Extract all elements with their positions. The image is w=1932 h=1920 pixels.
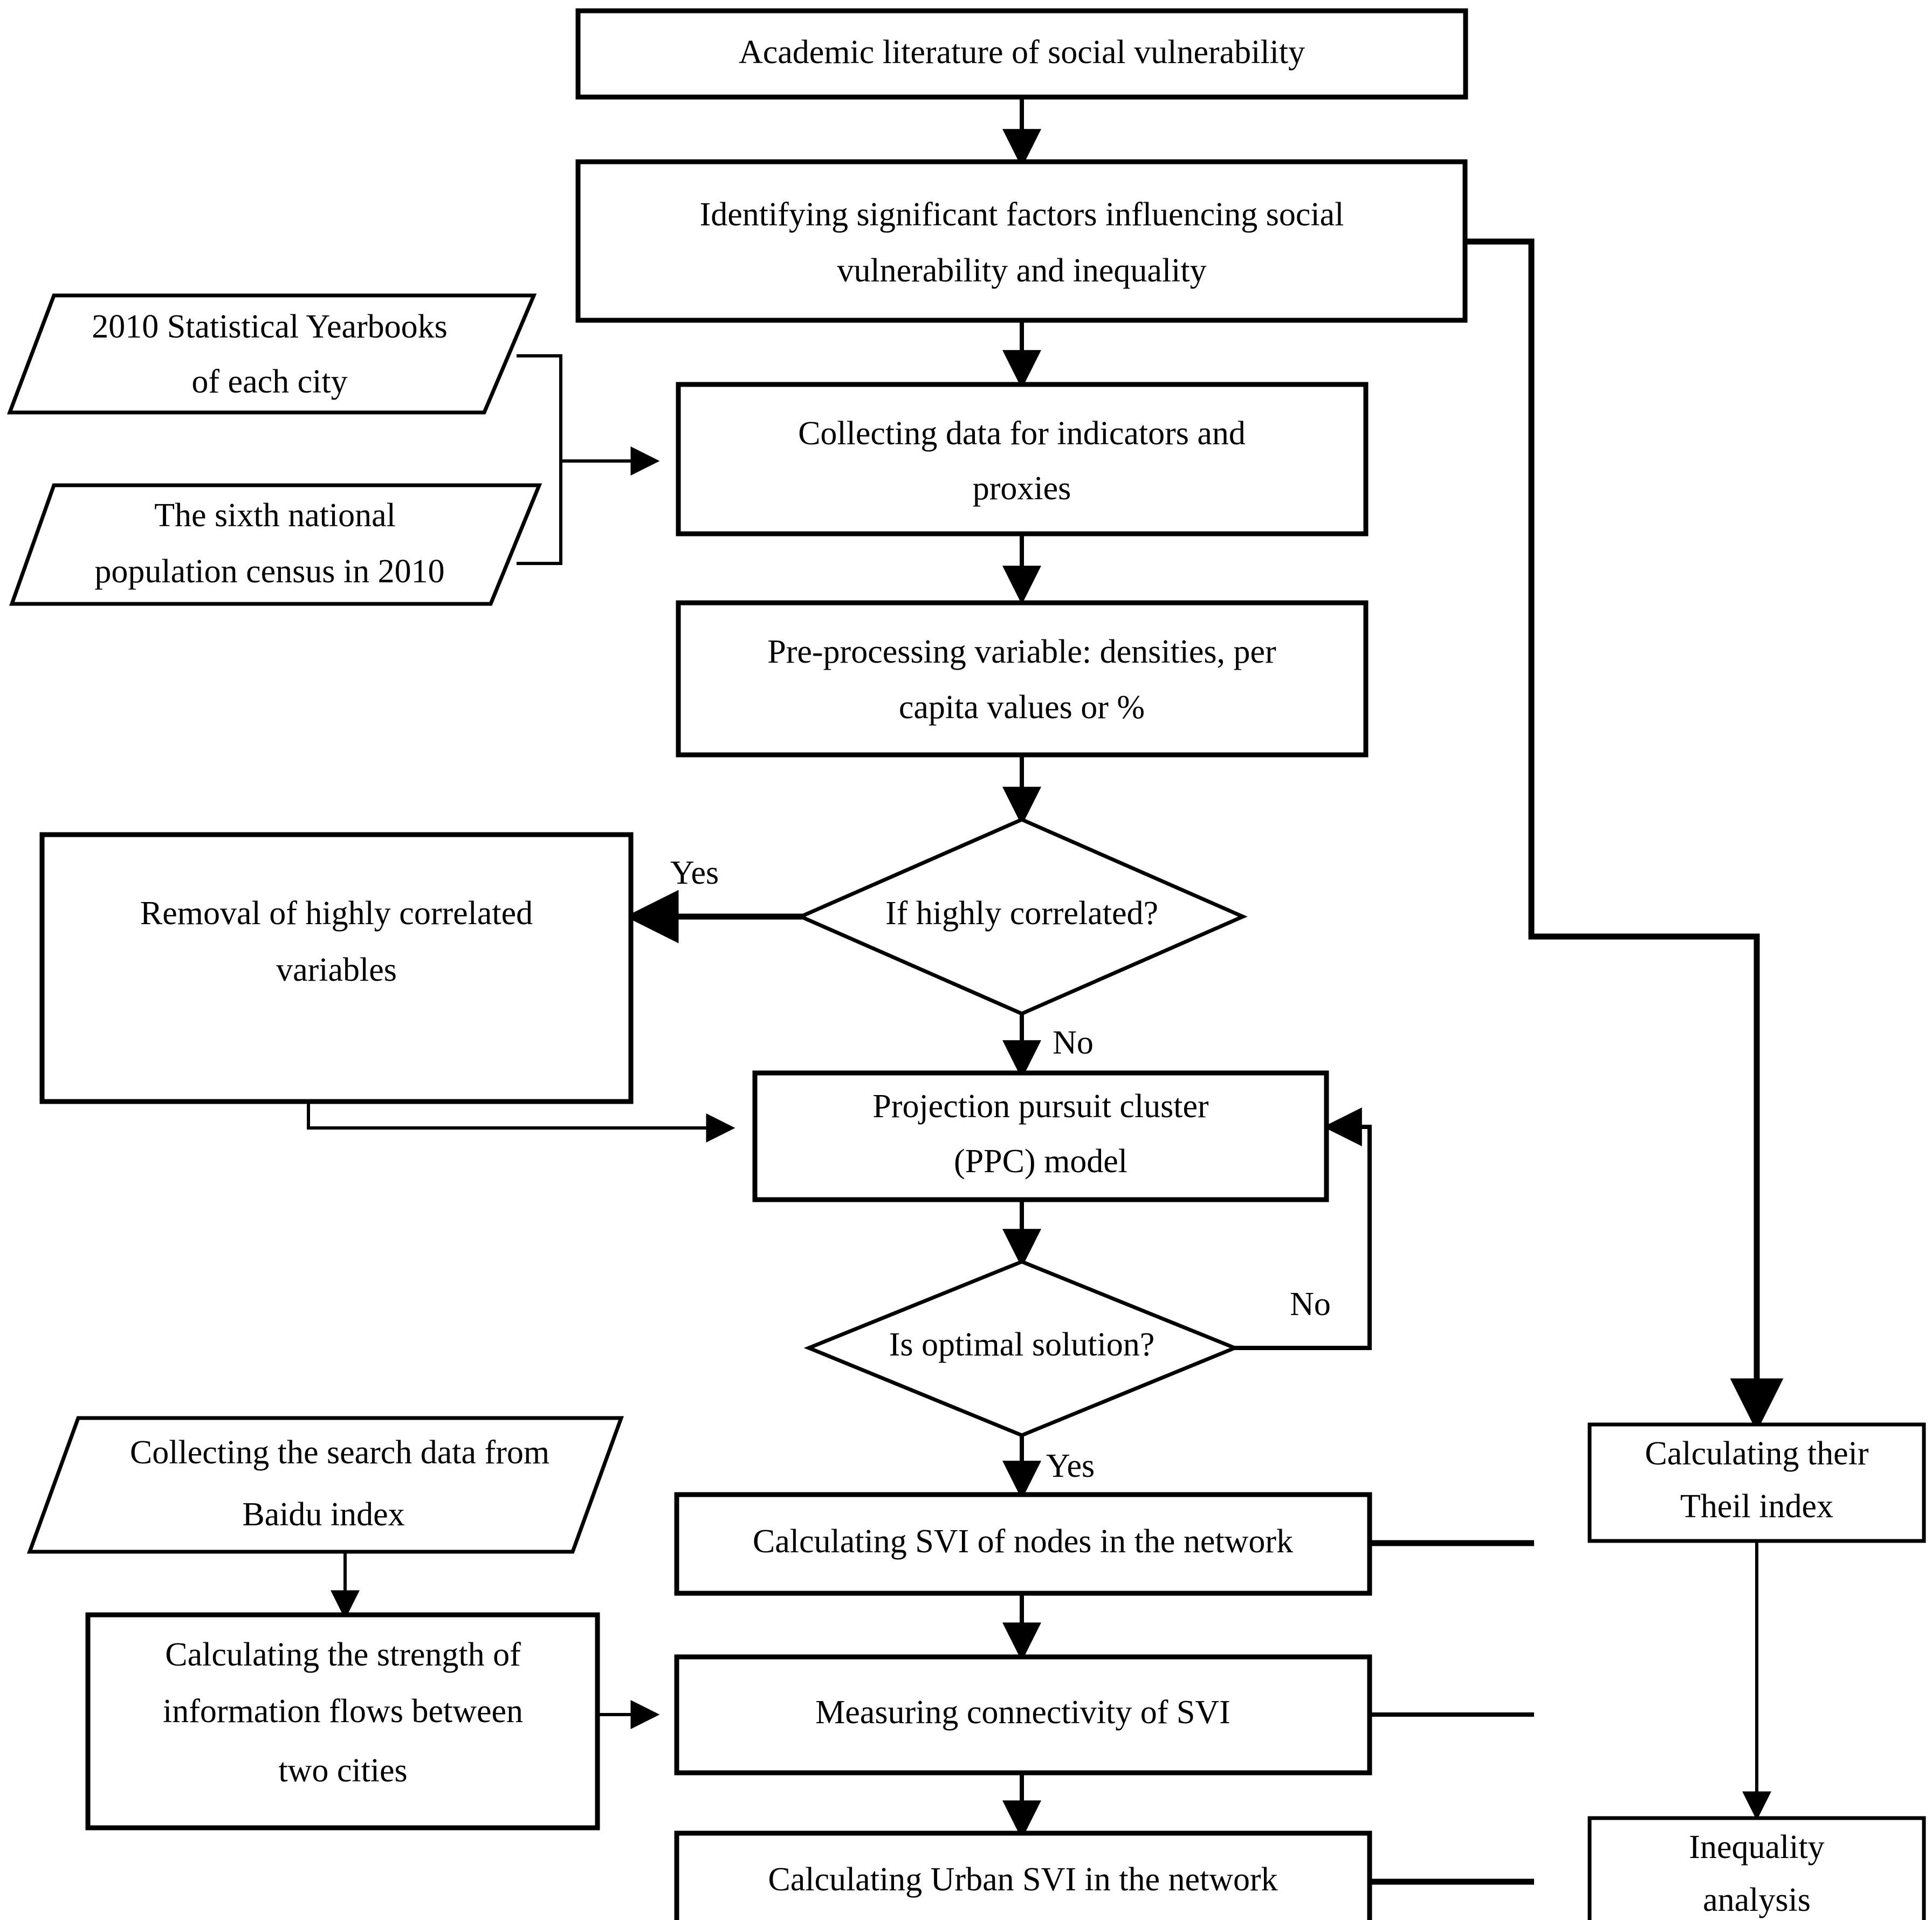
node-inequality-line1: Inequality (1689, 1829, 1824, 1866)
node-baidu-index[interactable]: Collecting the search data from Baidu in… (27, 1416, 624, 1554)
node-population-census-line2: population census in 2010 (94, 553, 444, 590)
node-collecting-data-line2: proxies (973, 470, 1071, 507)
node-theil-index[interactable]: Calculating their Theil index (1587, 1422, 1926, 1543)
connector-sources-to-collecting (517, 354, 660, 565)
edge-label-yes-optimal: Yes (1046, 1448, 1095, 1484)
connector-identifying-to-theil (1465, 238, 1784, 1432)
node-statistical-yearbooks-line2: of each city (191, 363, 347, 400)
node-strength-line3: two cities (278, 1752, 407, 1789)
node-calculating-urban-svi[interactable]: Calculating Urban SVI in the network (674, 1830, 1372, 1920)
node-identifying-factors-line1: Identifying significant factors influenc… (700, 196, 1344, 233)
node-calculating-urban-svi-label: Calculating Urban SVI in the network (768, 1861, 1277, 1898)
node-measuring-connectivity[interactable]: Measuring connectivity of SVI (674, 1654, 1372, 1776)
node-inequality-line2: analysis (1703, 1882, 1811, 1918)
node-information-flows-strength[interactable]: Calculating the strength of information … (85, 1612, 600, 1830)
node-ppc-model-line1: Projection pursuit cluster (872, 1088, 1209, 1125)
node-measuring-connectivity-label: Measuring connectivity of SVI (815, 1694, 1230, 1731)
edge-label-yes-correlated: Yes (670, 855, 719, 891)
node-is-optimal-solution[interactable]: Is optimal solution? (803, 1260, 1240, 1437)
node-statistical-yearbooks-line1: 2010 Statistical Yearbooks (92, 308, 448, 345)
node-removal-correlated-variables[interactable]: Removal of highly correlated variables (39, 832, 634, 1104)
node-academic-literature-label: Academic literature of social vulnerabil… (739, 34, 1305, 71)
node-is-optimal-solution-label: Is optimal solution? (889, 1326, 1155, 1363)
node-calculating-svi-nodes-label: Calculating SVI of nodes in the network (753, 1523, 1293, 1560)
node-identifying-factors-line2: vulnerability and inequality (837, 252, 1206, 289)
node-if-highly-correlated-label: If highly correlated? (885, 895, 1158, 932)
node-theil-index-line2: Theil index (1680, 1488, 1833, 1525)
node-removal-line2: variables (276, 952, 397, 988)
node-preprocessing-line1: Pre-processing variable: densities, per (767, 634, 1276, 670)
node-baidu-index-line1: Collecting the search data from (130, 1434, 549, 1471)
node-preprocessing-line2: capita values or % (899, 689, 1145, 726)
connector-removal-to-ppc (307, 1101, 735, 1143)
node-statistical-yearbooks[interactable]: 2010 Statistical Yearbooks of each city (6, 293, 537, 415)
node-removal-line1: Removal of highly correlated (140, 895, 533, 932)
node-baidu-index-line2: Baidu index (242, 1496, 404, 1533)
node-collecting-data[interactable]: Collecting data for indicators and proxi… (676, 382, 1369, 536)
node-ppc-model-line2: (PPC) model (954, 1143, 1127, 1180)
node-calculating-svi-nodes[interactable]: Calculating SVI of nodes in the network (674, 1492, 1372, 1596)
node-inequality-analysis[interactable]: Inequality analysis (1587, 1816, 1926, 1920)
node-collecting-data-line1: Collecting data for indicators and (798, 415, 1246, 452)
node-academic-literature[interactable]: Academic literature of social vulnerabil… (575, 8, 1468, 100)
node-population-census[interactable]: The sixth national population census in … (9, 483, 542, 606)
node-population-census-line1: The sixth national (154, 497, 396, 534)
edge-label-no-correlated: No (1053, 1024, 1094, 1061)
node-ppc-model[interactable]: Projection pursuit cluster (PPC) model (752, 1070, 1329, 1202)
connector-optimal-no-loop (1227, 1107, 1372, 1350)
node-strength-line1: Calculating the strength of (165, 1636, 521, 1673)
node-if-highly-correlated[interactable]: If highly correlated? (796, 817, 1248, 1016)
node-strength-line2: information flows between (163, 1693, 523, 1730)
node-theil-index-line1: Calculating their (1645, 1435, 1869, 1472)
connector-bottom-boxes-to-trunk (1369, 1540, 1534, 1885)
node-preprocessing-variable[interactable]: Pre-processing variable: densities, per … (676, 600, 1369, 758)
edge-label-no-optimal: No (1290, 1286, 1331, 1323)
node-identifying-factors[interactable]: Identifying significant factors influenc… (575, 159, 1468, 323)
